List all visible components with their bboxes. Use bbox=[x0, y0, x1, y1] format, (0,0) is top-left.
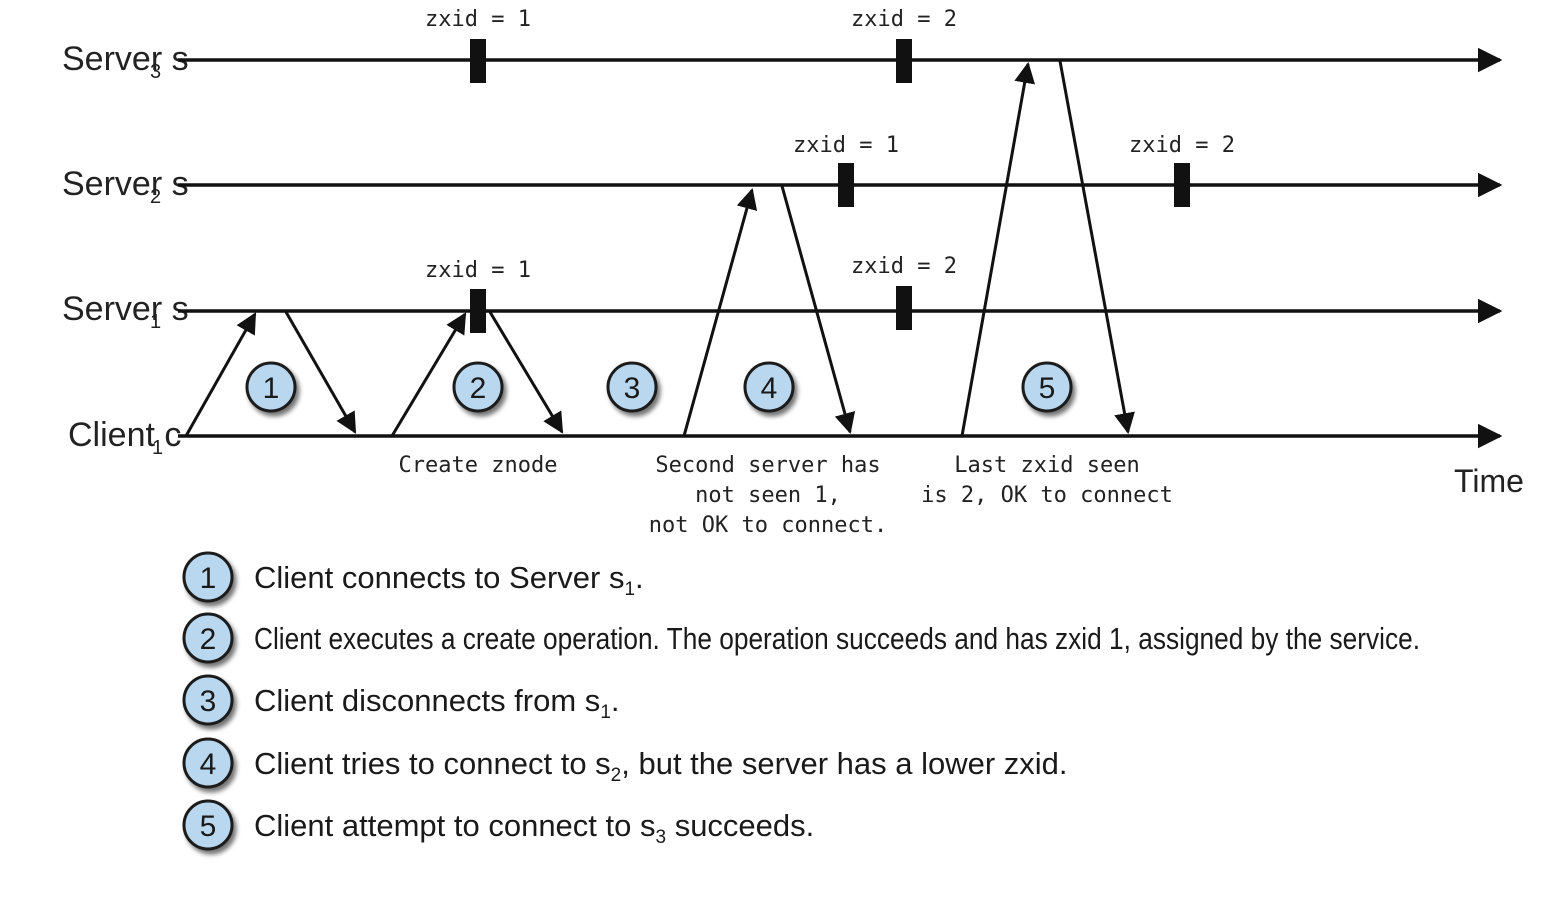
lane-label-c1: Client c 1 bbox=[68, 416, 181, 459]
zxid-label-s1-1: zxid = 1 bbox=[425, 258, 531, 283]
legend-item-3-text: Client disconnects from s1. bbox=[254, 683, 620, 723]
lane-label-s2: Server s 2 bbox=[62, 165, 189, 208]
step-bubble-4: 4 bbox=[743, 361, 795, 413]
zxid-label-s3-1: zxid = 1 bbox=[425, 7, 531, 32]
zxid-marker-s1-1 bbox=[470, 289, 486, 333]
zxid-label-s1-2: zxid = 2 bbox=[851, 254, 957, 279]
step-bubble-4-number: 4 bbox=[761, 372, 778, 405]
annotation-create-znode: Create znode bbox=[399, 453, 558, 478]
arrow-connect-s1 bbox=[184, 312, 257, 437]
zxid-label-s2-1: zxid = 1 bbox=[793, 133, 899, 158]
time-axis-label: Time bbox=[1454, 463, 1524, 499]
annotation-second-server-line2: not seen 1, bbox=[695, 483, 841, 508]
step-bubble-5: 5 bbox=[1021, 361, 1073, 413]
legend-item-4-number: 4 bbox=[200, 748, 217, 781]
step-bubble-5-number: 5 bbox=[1039, 372, 1056, 405]
zxid-label-s2-2: zxid = 2 bbox=[1129, 133, 1235, 158]
zxid-marker-s1-2 bbox=[896, 286, 912, 330]
arrow-reply-s1 bbox=[284, 311, 357, 434]
step-bubble-2-number: 2 bbox=[470, 372, 487, 405]
legend-item-5-bubble bbox=[182, 799, 234, 851]
legend-item-1: 1 Client connects to Server s1. bbox=[182, 551, 644, 603]
legend-item-3-number: 3 bbox=[200, 685, 217, 718]
legend-item-4: 4 Client tries to connect to s2, but the… bbox=[182, 737, 1068, 789]
arrow-reject-s2 bbox=[780, 185, 856, 435]
zxid-marker-s3-2 bbox=[896, 39, 912, 83]
step-bubble-1: 1 bbox=[245, 361, 297, 413]
step-bubble-1-number: 1 bbox=[263, 372, 280, 405]
lane-label-s2-sub: 2 bbox=[150, 186, 161, 208]
step-bubble-3: 3 bbox=[606, 361, 658, 413]
legend-item-1-text: Client connects to Server s1. bbox=[254, 560, 644, 600]
legend-item-4-bubble bbox=[182, 737, 234, 789]
arrow-connect-s2 bbox=[682, 187, 758, 437]
step-bubble-1-circle bbox=[245, 361, 297, 413]
legend-item-5: 5 Client attempt to connect to s3 succee… bbox=[182, 799, 814, 851]
lane-label-s3-text: Server s bbox=[62, 40, 189, 78]
lane-label-s2-text: Server s bbox=[62, 165, 189, 203]
legend-item-5-number: 5 bbox=[200, 810, 217, 843]
annotation-second-server-line1: Second server has bbox=[655, 453, 880, 478]
lane-label-c1-sub: 1 bbox=[152, 437, 163, 459]
legend-item-3-bubble bbox=[182, 674, 234, 726]
lane-label-s1: Server s 1 bbox=[62, 290, 189, 333]
arrow-accept-s3 bbox=[1058, 60, 1135, 435]
step-bubble-4-circle bbox=[743, 361, 795, 413]
step-bubble-3-number: 3 bbox=[624, 372, 641, 405]
step-bubble-3-circle bbox=[606, 361, 658, 413]
legend-item-2: 2 Client executes a create operation. Th… bbox=[182, 612, 1420, 664]
arrow-connect-s3 bbox=[960, 61, 1036, 437]
lane-label-s3: Server s 3 bbox=[62, 40, 189, 83]
zxid-marker-s2-1 bbox=[838, 163, 854, 207]
step-bubble-5-circle bbox=[1021, 361, 1073, 413]
arrow-create-request bbox=[390, 312, 467, 437]
step-bubble-2: 2 bbox=[452, 361, 504, 413]
legend: 1 Client connects to Server s1. 2 Client… bbox=[182, 551, 1420, 851]
legend-item-1-number: 1 bbox=[200, 562, 217, 595]
lane-label-s3-sub: 3 bbox=[150, 61, 161, 83]
legend-item-2-text: Client executes a create operation. The … bbox=[254, 621, 1420, 656]
annotation-last-zxid-line2: is 2, OK to connect bbox=[921, 483, 1173, 508]
arrow-create-response bbox=[488, 311, 564, 434]
lane-label-c1-text: Client c bbox=[68, 416, 181, 454]
legend-item-2-bubble bbox=[182, 612, 234, 664]
legend-item-5-text: Client attempt to connect to s3 succeeds… bbox=[254, 808, 814, 848]
lane-label-s1-sub: 1 bbox=[150, 311, 161, 333]
lane-label-s1-text: Server s bbox=[62, 290, 189, 328]
annotation-second-server-line3: not OK to connect. bbox=[649, 513, 887, 538]
step-bubble-2-circle bbox=[452, 361, 504, 413]
legend-item-4-text: Client tries to connect to s2, but the s… bbox=[254, 746, 1068, 786]
zxid-marker-s3-1 bbox=[470, 39, 486, 83]
zxid-marker-s2-2 bbox=[1174, 163, 1190, 207]
legend-item-3: 3 Client disconnects from s1. bbox=[182, 674, 620, 726]
legend-item-1-bubble bbox=[182, 551, 234, 603]
zxid-label-s3-2: zxid = 2 bbox=[851, 7, 957, 32]
legend-item-2-number: 2 bbox=[200, 623, 217, 656]
annotation-last-zxid-line1: Last zxid seen bbox=[954, 453, 1139, 478]
